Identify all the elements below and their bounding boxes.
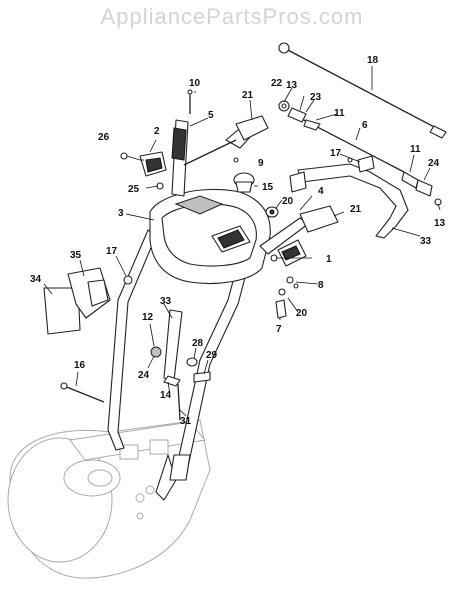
callout-14: 14 (160, 390, 172, 401)
callout-3: 3 (118, 208, 124, 219)
auger-housing (7, 419, 211, 579)
callout-1: 1 (326, 254, 332, 265)
callout-17: 17 (106, 246, 118, 257)
chute-parts (43, 267, 133, 335)
callout-13-top: 13 (286, 80, 298, 91)
callout-13-right: 13 (434, 218, 446, 229)
callout-26: 22 (271, 78, 283, 89)
left-control (120, 151, 167, 190)
callout-12: 12 (142, 312, 154, 323)
cable-18 (278, 42, 447, 139)
callout-34: 34 (30, 274, 42, 285)
dash-panel (149, 188, 271, 285)
handle-frame (107, 229, 247, 501)
right-upper-handle (259, 205, 339, 267)
callout-33: 33 (160, 296, 172, 307)
callout-27: 25 (128, 184, 140, 195)
callout-8: 8 (318, 280, 324, 291)
callout-32: 33 (420, 236, 432, 247)
callout-16: 16 (74, 360, 86, 371)
callout-9: 9 (258, 158, 264, 169)
callout-23: 24 (428, 158, 440, 169)
hardware (270, 254, 299, 319)
callout-15: 15 (262, 182, 274, 193)
callout-2: 2 (154, 126, 160, 137)
callout-35: 35 (70, 250, 82, 261)
callout-21-left: 21 (242, 90, 254, 101)
callout-21-right: 21 (350, 204, 362, 215)
callout-6: 6 (362, 120, 368, 131)
callout-labels: 18 10 22 13 21 23 5 11 6 26 2 9 17 11 24… (30, 55, 446, 427)
callout-19: 17 (330, 148, 342, 159)
leader-lines (43, 66, 441, 417)
part-20 (265, 206, 279, 218)
right-handle-bracket (289, 155, 442, 239)
callout-30: 26 (98, 132, 110, 143)
callout-28: 28 (192, 338, 204, 349)
cable-6-assembly (278, 100, 405, 173)
watermark-text: AppliancePartsPros.com (100, 4, 364, 29)
callout-20: 20 (282, 196, 294, 207)
callout-7: 7 (276, 324, 282, 335)
callout-4: 4 (318, 186, 324, 197)
callout-29: 29 (206, 350, 218, 361)
callout-22: 23 (310, 92, 322, 103)
rod-16 (60, 382, 105, 403)
callout-24: 24 (138, 370, 150, 381)
knob-15 (233, 172, 255, 193)
callout-31: 31 (180, 416, 192, 427)
callout-10: 10 (189, 78, 201, 89)
callout-25: 20 (296, 308, 308, 319)
callout-5: 5 (208, 110, 214, 121)
left-upper-handle (171, 115, 269, 197)
callout-11-top: 11 (334, 108, 345, 119)
callout-11-right: 11 (410, 144, 421, 155)
callout-18: 18 (367, 55, 379, 66)
